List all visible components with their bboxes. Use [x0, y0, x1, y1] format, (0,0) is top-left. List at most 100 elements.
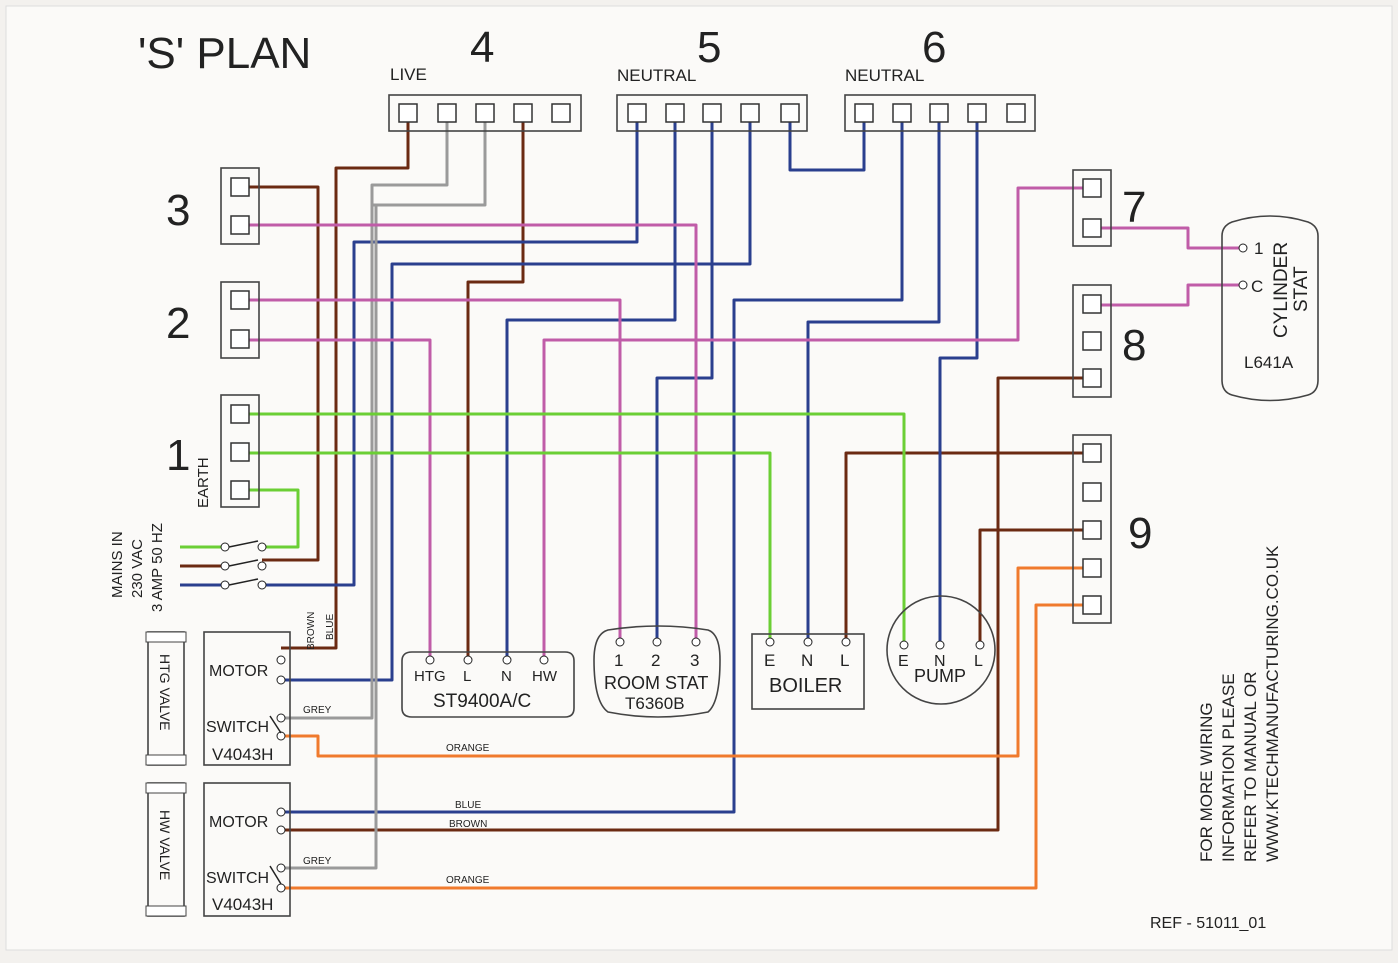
wire-grey-htg-switch: [281, 113, 449, 720]
room-stat-name: ROOM STAT: [604, 673, 708, 693]
wire-brown-htg-motor: [281, 113, 410, 650]
wire-grey-link: [372, 113, 487, 207]
connector-9: [1072, 434, 1112, 624]
connector-1-number: 1: [166, 431, 190, 480]
cylinder-stat-terminal-1: 1: [1254, 239, 1263, 258]
wire-brown-mains: [243, 185, 320, 562]
connector-2: [220, 281, 260, 359]
wire-orange-htg-switch: [281, 566, 1092, 758]
wires: [180, 113, 1240, 890]
boiler: [751, 633, 865, 710]
cylinder-stat-terminal-c: C: [1251, 277, 1263, 296]
card: [5, 5, 1393, 951]
programmer: [401, 651, 575, 718]
boiler-terminal-e: E: [764, 651, 775, 670]
cylinder-stat-name2: STAT: [1291, 266, 1312, 312]
wire-blue-boiler-n: [806, 113, 941, 642]
wire-blue-hw-motor: [281, 113, 904, 814]
programmer-terminal-l: L: [463, 668, 471, 685]
connector-1-label: EARTH: [195, 457, 212, 508]
wire-brown-prog-l: [466, 113, 525, 660]
pump-name: PUMP: [914, 666, 966, 686]
wire-green-pump-e: [243, 412, 906, 645]
connector-9-number: 9: [1128, 509, 1152, 558]
label-blue-wire: BLUE: [325, 614, 336, 640]
room-stat-terminal-3: 3: [690, 651, 699, 670]
programmer-model: ST9400A/C: [433, 691, 531, 712]
wire-brown-boiler-l: [844, 451, 1092, 642]
mains-line3: 3 AMP 50 HZ: [149, 523, 166, 612]
wire-brown-hw-motor: [281, 376, 1092, 832]
connector-5-label: NEUTRAL: [617, 66, 696, 85]
hw-valve-motor: MOTOR: [209, 814, 268, 831]
connector-3: [220, 167, 260, 245]
boiler-terminal-n: N: [801, 651, 813, 670]
boiler-name: BOILER: [769, 675, 842, 697]
connector-4: [388, 94, 582, 132]
wire-orange-hw-switch: [281, 603, 1092, 890]
wire-green-mains: [180, 488, 300, 549]
programmer-terminal-htg: HTG: [414, 668, 446, 685]
htg-valve-switch: SWITCH: [206, 719, 269, 736]
connector-6-number: 6: [922, 23, 946, 72]
label-orange-hw: ORANGE: [446, 875, 490, 886]
connector-1: [220, 394, 260, 508]
connector-8-number: 8: [1122, 321, 1146, 370]
connector-3-number: 3: [166, 186, 190, 235]
wire-green-boiler-e: [243, 451, 772, 642]
htg-valve-model: V4043H: [212, 745, 273, 764]
cylinder-stat-name1: CYLINDER: [1271, 242, 1292, 338]
pump-terminal-n: N: [934, 653, 946, 670]
connector-4-label: LIVE: [390, 65, 427, 84]
label-grey-hw: GREY: [303, 856, 332, 867]
mains-line1: MAINS IN: [109, 531, 126, 598]
label-blue-hw: BLUE: [455, 800, 481, 811]
wire-blue-htg-motor: [281, 113, 752, 682]
room-stat-terminal-2: 2: [651, 651, 660, 670]
connector-5: [616, 94, 808, 132]
boiler-terminal-l: L: [840, 651, 849, 670]
pump: [886, 595, 996, 705]
wire-blue-neutral-link: [788, 113, 866, 172]
connector-6: [844, 94, 1036, 132]
room-stat-terminal-1: 1: [614, 651, 623, 670]
wire-pink-room-3: [243, 223, 698, 642]
connector-6-label: NEUTRAL: [845, 66, 924, 85]
wire-pink-prog-hw: [542, 186, 1092, 660]
programmer-terminal-n: N: [501, 668, 512, 685]
label-brown-hw: BROWN: [449, 819, 487, 830]
connector-7-number: 7: [1122, 183, 1146, 232]
pump-terminal-l: L: [974, 653, 983, 670]
wire-blue-pump-n: [938, 113, 979, 645]
label-orange-htg: ORANGE: [446, 743, 490, 754]
htg-valve: [145, 631, 291, 766]
cylinder-stat-model: L641A: [1244, 353, 1294, 372]
mains-switch: [220, 540, 267, 590]
info-line4: WWW.KTECHMANUFACTURING.CO.UK: [1263, 545, 1282, 862]
connector-5-number: 5: [697, 23, 721, 72]
hw-valve-switch: SWITCH: [206, 870, 269, 887]
htg-valve-motor: MOTOR: [209, 663, 268, 680]
label-grey-htg: GREY: [303, 705, 332, 716]
label-brown-wire: BROWN: [306, 612, 317, 650]
hw-valve: [145, 782, 291, 917]
info-line1: FOR MORE WIRING: [1197, 702, 1216, 862]
wire-pink-room-1: [243, 298, 622, 642]
cylinder-stat: [1221, 215, 1319, 402]
room-stat-model: T6360B: [625, 694, 685, 713]
connector-4-number: 4: [470, 23, 494, 72]
wire-pink-prog-htg: [243, 338, 432, 660]
wire-blue-room-2: [655, 113, 714, 645]
wire-brown-pump-l: [978, 528, 1092, 645]
info-line2: INFORMATION PLEASE: [1219, 673, 1238, 862]
reference: REF - 51011_01: [1150, 915, 1266, 932]
htg-valve-name: HTG VALVE: [157, 654, 173, 731]
connector-7: [1072, 169, 1112, 247]
pump-terminal-e: E: [898, 653, 909, 670]
wire-blue-mains: [180, 113, 639, 587]
wire-pink-cyl-1: [1092, 226, 1240, 250]
connector-2-number: 2: [166, 299, 190, 348]
hw-valve-name: HW VALVE: [157, 810, 173, 880]
wire-pink-cyl-c: [1092, 283, 1240, 307]
hw-valve-model: V4043H: [212, 895, 273, 914]
